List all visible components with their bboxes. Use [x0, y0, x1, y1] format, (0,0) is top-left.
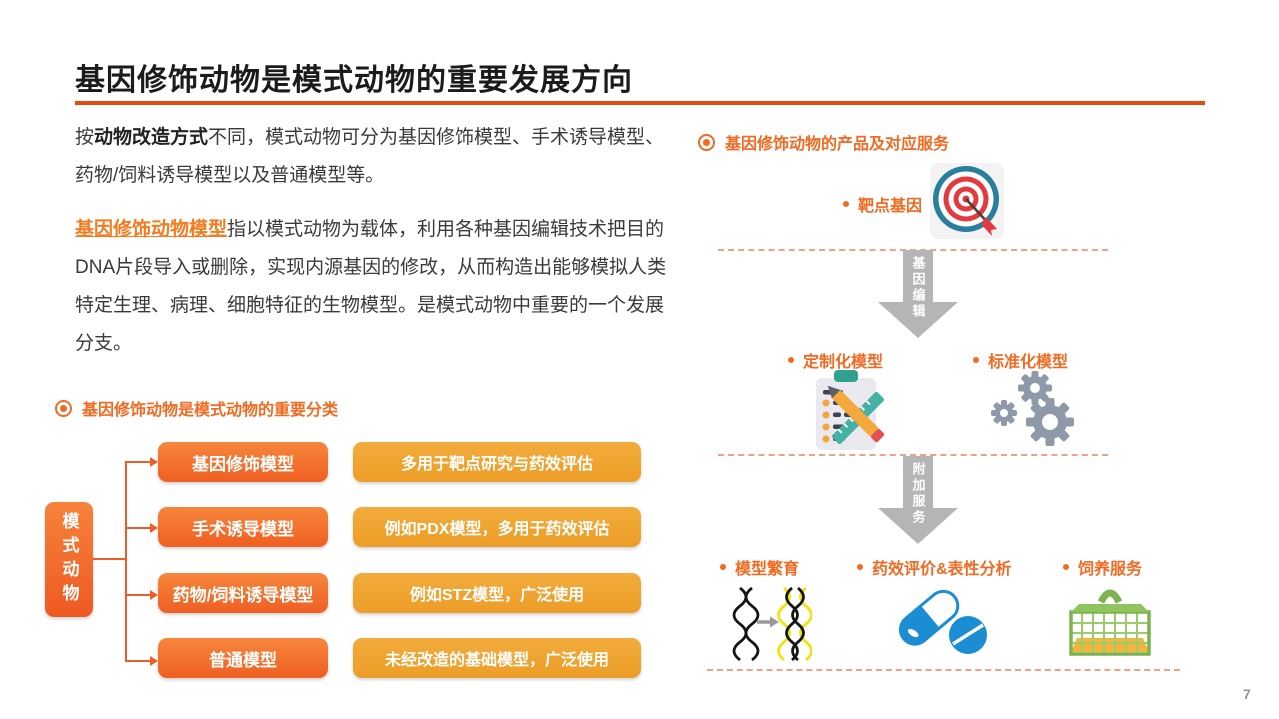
- classification-section-header: 基因修饰动物是模式动物的重要分类: [55, 396, 338, 420]
- dashed-divider-3: [707, 669, 1180, 671]
- desc-box-common: 未经改造的基础模型，广泛使用: [353, 638, 641, 678]
- services-section-header: 基因修饰动物的产品及对应服务: [698, 130, 949, 154]
- intro-paragraph-2: 基因修饰动物模型指以模式动物为载体，利用各种基因编辑技术把目的DNA片段导入或删…: [75, 211, 675, 363]
- added-services-arrow: 附加服务: [878, 456, 958, 544]
- model-box-gene-modified: 基因修饰模型: [158, 442, 328, 482]
- connector-arrow-4: [125, 656, 158, 666]
- p1-bold-term: 动物改造方式: [94, 127, 209, 148]
- efficacy-label: 药效评价&表性分析: [872, 561, 1012, 578]
- connector-arrow-2: [125, 523, 158, 533]
- standard-model-label: 标准化模型: [988, 354, 1069, 371]
- breeding-label-row: 模型繁育: [720, 555, 799, 579]
- breeding-label: 模型繁育: [735, 561, 800, 578]
- connector-arrow-1: [125, 457, 158, 467]
- connector-arrow-3: [125, 590, 158, 600]
- root-node-model-animal: 模式动物: [45, 502, 93, 617]
- added-services-arrow-label: 附加服务: [910, 462, 926, 526]
- gene-editing-arrow: 基因编辑: [878, 250, 958, 338]
- connector-stub: [93, 558, 126, 560]
- page-number: 7: [1243, 686, 1251, 702]
- target-icon: [930, 163, 1004, 244]
- p2-rest: 指以模式动物为载体，利用各种基因编辑技术把目的DNA片段导入或删除，实现内源基因…: [75, 219, 667, 354]
- dna-icon: [732, 584, 813, 667]
- bullet-icon: [720, 564, 726, 570]
- feeding-label: 饲养服务: [1078, 561, 1143, 578]
- target-gene-label: 靶点基因: [858, 198, 923, 215]
- p2-highlight-term: 基因修饰动物模型: [75, 219, 228, 240]
- pills-icon: [898, 584, 990, 663]
- clipboard-icon: [806, 370, 896, 457]
- dashed-divider-2: [718, 454, 1108, 456]
- cage-icon: [1065, 580, 1155, 669]
- bullet-icon: [857, 564, 863, 570]
- bullet-icon: [1063, 564, 1069, 570]
- model-box-common: 普通模型: [158, 638, 328, 678]
- classification-section-title: 基因修饰动物是模式动物的重要分类: [82, 402, 339, 419]
- connector-trunk: [125, 461, 127, 661]
- gears-icon: [988, 366, 1084, 457]
- desc-box-surgery-induced: 例如PDX模型，多用于药效评估: [353, 507, 641, 547]
- model-box-surgery-induced: 手术诱导模型: [158, 507, 328, 547]
- custom-model-label-row: 定制化模型: [788, 348, 883, 372]
- bullseye-dot-icon: [55, 399, 72, 417]
- desc-box-drug-feed-induced: 例如STZ模型，广泛使用: [353, 573, 641, 613]
- bullseye-dot-icon: [698, 133, 715, 151]
- p1-prefix: 按: [75, 127, 95, 148]
- title-underline: [75, 101, 1205, 105]
- gene-editing-arrow-label: 基因编辑: [910, 256, 926, 320]
- feeding-label-row: 饲养服务: [1063, 555, 1142, 579]
- services-section-title: 基因修饰动物的产品及对应服务: [725, 136, 950, 153]
- custom-model-label: 定制化模型: [803, 354, 884, 371]
- p1-rest: 不同，模式动物可分为基因修饰模型、手术诱导模型、药物/饲料诱导模型以及普通模型等…: [75, 127, 665, 186]
- model-box-drug-feed-induced: 药物/饲料诱导模型: [158, 573, 328, 613]
- bullet-icon: [843, 201, 849, 207]
- efficacy-label-row: 药效评价&表性分析: [857, 555, 1012, 579]
- bullet-icon: [973, 357, 979, 363]
- bullet-icon: [788, 357, 794, 363]
- page-title: 基因修饰动物是模式动物的重要发展方向: [75, 64, 633, 97]
- root-node-label: 模式动物: [59, 511, 79, 608]
- intro-paragraph-1: 按动物改造方式不同，模式动物可分为基因修饰模型、手术诱导模型、药物/饲料诱导模型…: [75, 119, 675, 195]
- standard-model-label-row: 标准化模型: [973, 348, 1068, 372]
- target-gene-label-row: 靶点基因: [843, 192, 922, 216]
- desc-box-gene-modified: 多用于靶点研究与药效评估: [353, 442, 641, 482]
